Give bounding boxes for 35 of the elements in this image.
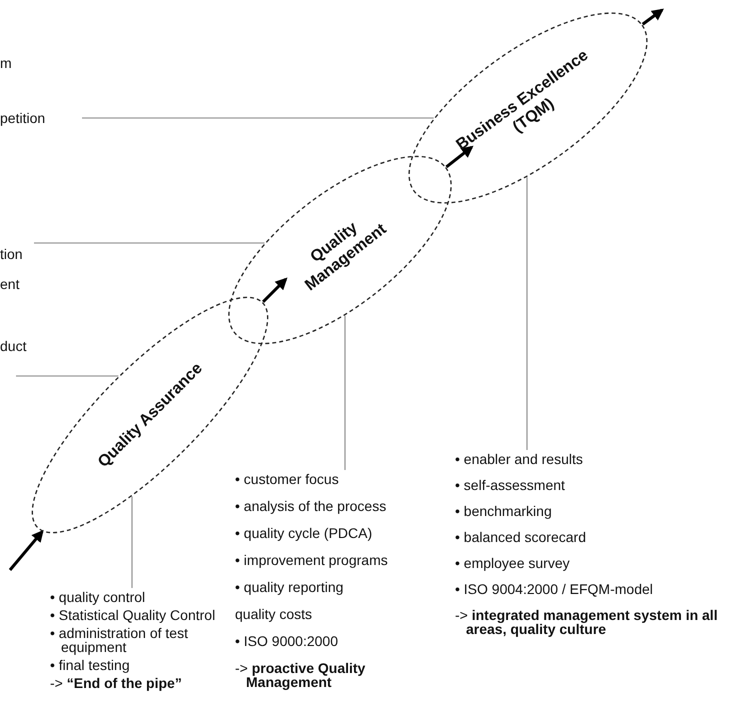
list-item: -> “End of the pipe” (50, 676, 183, 690)
leader-line (16, 375, 118, 377)
list-item: • quality control (50, 590, 146, 604)
list-item: • analysis of the process (235, 499, 388, 513)
list-item: • final testing (50, 658, 131, 672)
side-label: m (0, 55, 12, 71)
list-item: • ISO 9004:2000 / EFQM-model (455, 582, 654, 596)
list-item: quality costs (235, 607, 314, 621)
arrow (445, 146, 474, 168)
list-item: • employee survey (455, 556, 571, 570)
list-item: • benchmarking (455, 504, 553, 518)
list-item: • enabler and results (455, 452, 584, 466)
arrow (262, 278, 288, 303)
side-label: tion (0, 246, 24, 262)
list-item: • ISO 9000:2000 (235, 634, 339, 648)
side-label: ent (0, 276, 20, 292)
list-item: • self-assessment (455, 478, 566, 492)
leader-line (82, 117, 434, 119)
list-item: • customer focus (235, 472, 340, 486)
list-item: • Statistical Quality Control (50, 608, 216, 622)
leader-line (344, 316, 346, 470)
arrow (642, 8, 664, 26)
side-label: duct (0, 338, 28, 354)
arrow (8, 530, 44, 571)
leader-line (131, 496, 133, 588)
list-item: -> integrated management system in all areas, quality culture (455, 608, 719, 636)
list-item: • administration of test equipment (50, 626, 189, 654)
list-item: • quality reporting (235, 580, 344, 594)
leader-line (526, 177, 528, 450)
leader-line (34, 242, 264, 244)
list-item: -> proactive Quality Management (235, 661, 366, 689)
list-item: • improvement programs (235, 553, 389, 567)
list-item: • quality cycle (PDCA) (235, 526, 374, 540)
side-label: petition (0, 110, 46, 126)
list-item: • balanced scorecard (455, 530, 587, 544)
